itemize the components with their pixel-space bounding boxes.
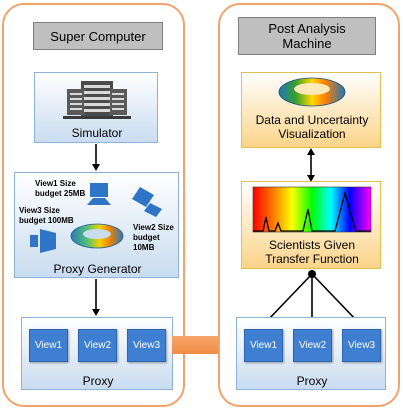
arrow-simulator-to-generator — [92, 144, 100, 171]
post-analysis-title-line1: Post Analysis — [268, 21, 346, 36]
transfer-function-label: Scientists Given Transfer Function — [265, 238, 359, 266]
double-arrow-visualization-transfer — [307, 148, 315, 182]
simulation-torus-image — [70, 223, 124, 249]
post-analysis-title-line2: Machine — [282, 36, 332, 51]
transfer-function-spectrum — [252, 186, 372, 233]
right-proxy-label: Proxy — [296, 374, 328, 388]
proxy-generator-label: Proxy Generator — [53, 262, 142, 276]
left-view2-tile: View2 — [78, 329, 117, 362]
super-computer-title-text: Super Computer — [50, 28, 146, 44]
camera-front-icon — [87, 183, 111, 205]
transfer-function-box: Scientists Given Transfer Function — [241, 181, 381, 269]
visualization-box: Data and Uncertainty Visualization — [241, 72, 381, 148]
server-rack-icon — [63, 81, 131, 119]
camera-diagonal-icon — [132, 187, 162, 217]
post-analysis-title: Post Analysis Machine — [238, 17, 376, 55]
left-proxy-label: Proxy — [82, 374, 114, 388]
visualization-label: Data and Uncertainty Visualization — [255, 113, 369, 141]
visualization-torus-image — [278, 77, 346, 107]
camera-side-icon — [30, 229, 56, 253]
right-proxy-box: View1 View2 View3 Proxy — [236, 317, 386, 390]
left-view3-tile: View3 — [127, 329, 166, 362]
left-view1-tile: View1 — [29, 329, 68, 362]
left-proxy-box: View1 View2 View3 Proxy — [21, 317, 173, 390]
simulator-box: Simulator — [34, 72, 158, 143]
right-view3-tile: View3 — [342, 329, 381, 362]
right-view2-tile: View2 — [293, 329, 332, 362]
arrow-generator-to-proxy — [92, 279, 100, 316]
super-computer-title: Super Computer — [33, 22, 163, 50]
right-view1-tile: View1 — [244, 329, 283, 362]
simulator-label: Simulator — [71, 126, 123, 140]
